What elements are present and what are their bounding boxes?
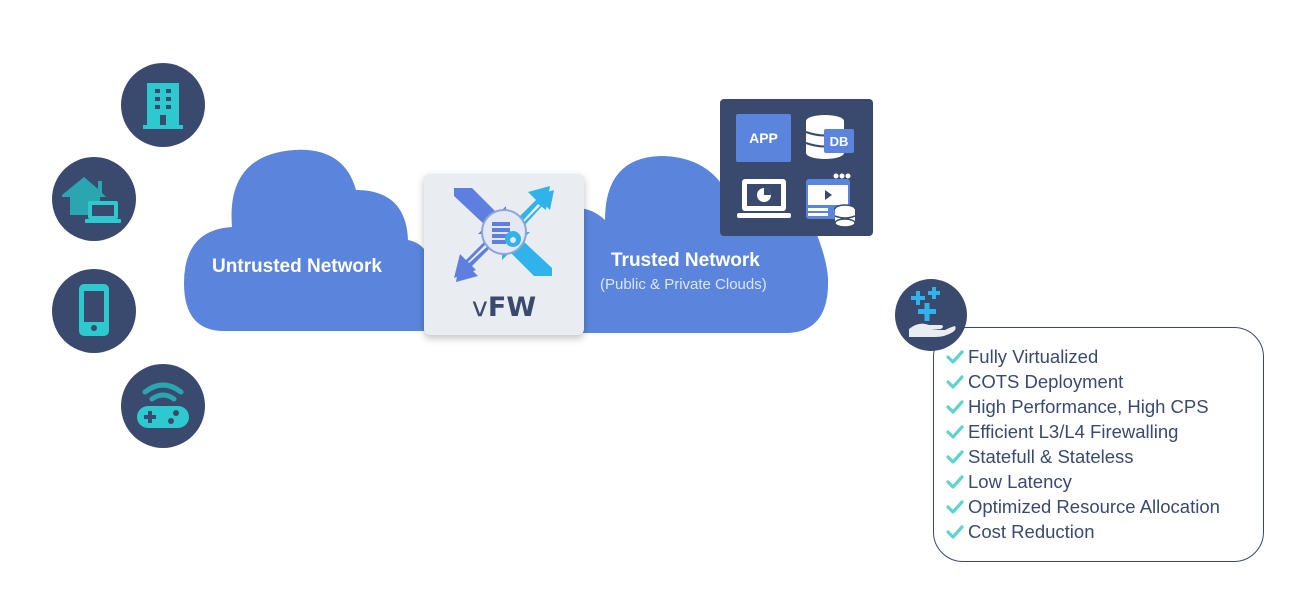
benefit-item: Low Latency [946,469,1220,494]
apps-panel: APP DB [720,99,873,236]
hand-plus-icon [909,287,956,337]
app-icon: APP [736,114,791,162]
benefits-badge [895,279,967,351]
building-icon [143,83,183,129]
benefit-item: Cost Reduction [946,519,1220,544]
benefits-box [933,327,1264,562]
benefit-item: High Performance, High CPS [946,394,1220,419]
benefit-item: Optimized Resource Allocation [946,494,1220,519]
vfw-appliance: vFW [424,174,584,335]
checkmark-icon [946,394,968,419]
media-storage-icon [806,173,856,228]
benefit-label: Fully Virtualized [968,346,1099,367]
benefits-list: Fully Virtualized COTS Deployment High P… [946,344,1220,544]
benefit-item: Statefull & Stateless [946,444,1220,469]
benefit-label: Optimized Resource Allocation [968,496,1220,517]
vfw-name: FW [487,292,537,323]
checkmark-icon [946,469,968,494]
benefit-item: Fully Virtualized [946,344,1220,369]
checkmark-icon [946,344,968,369]
benefit-item: COTS Deployment [946,369,1220,394]
benefit-label: Low Latency [968,471,1072,492]
benefit-item: Efficient L3/L4 Firewalling [946,419,1220,444]
gamepad-wifi-icon [137,382,189,428]
benefit-label: Statefull & Stateless [968,446,1134,467]
trusted-network-label: Trusted Network [611,250,760,271]
trusted-network-sublabel: (Public & Private Clouds) [600,276,767,293]
benefit-label: Cost Reduction [968,521,1095,542]
device-building [121,63,205,147]
checkmark-icon [946,369,968,394]
benefit-label: High Performance, High CPS [968,396,1209,417]
database-icon: DB [805,115,854,159]
device-mobile [52,269,136,353]
device-home-office [52,157,136,241]
checkmark-icon [946,519,968,544]
device-gaming [121,364,205,448]
apps-panel-icons: DB [737,115,856,228]
smartphone-icon [79,284,109,336]
checkmark-icon [946,444,968,469]
untrusted-network-label: Untrusted Network [212,256,382,277]
laptop-chart-icon [737,179,791,218]
checkmark-icon [946,419,968,444]
vfw-label: vFW [424,292,584,323]
benefit-label: COTS Deployment [968,371,1124,392]
untrusted-cloud [184,149,434,331]
vfw-prefix: v [471,292,488,323]
benefit-label: Efficient L3/L4 Firewalling [968,421,1179,442]
firewall-icon [454,186,554,282]
db-label: DB [830,134,849,149]
home-laptop-icon [62,177,121,223]
checkmark-icon [946,494,968,519]
